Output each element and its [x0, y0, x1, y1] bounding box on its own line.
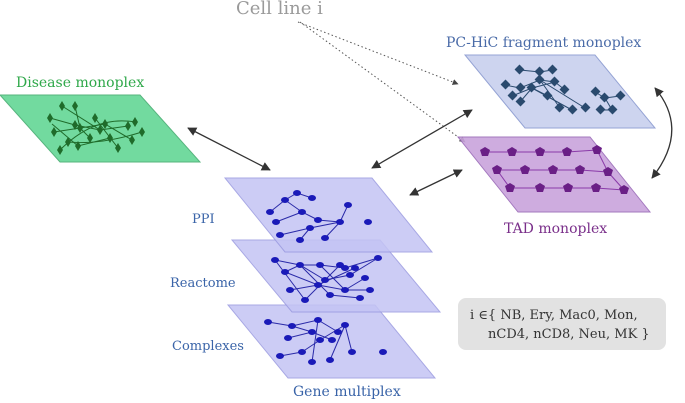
cell-line-title: Cell line i: [236, 0, 323, 19]
complexes-layer: [226, 304, 437, 379]
reactome-layer: [230, 239, 442, 313]
complexes-nodes: [264, 317, 387, 365]
pc-hic-monoplex: [463, 54, 657, 129]
tad-label: TAD monoplex: [504, 221, 608, 237]
complexes-label: Complexes: [172, 339, 244, 354]
cell-lines-line-2: nCD4, nCD8, Neu, MK }: [488, 327, 650, 342]
gene-multiplex-label: Gene multiplex: [293, 384, 401, 400]
cell-line-pointers: [297, 21, 466, 143]
gene-multiplex: [223, 177, 442, 379]
arrow-gene-tad: [409, 169, 463, 196]
disease-label: Disease monoplex: [16, 75, 145, 91]
tad-monoplex: [456, 136, 652, 213]
ppi-layer: [223, 177, 434, 253]
ppi-nodes: [266, 190, 372, 243]
pc-hic-label: PC-HiC fragment monoplex: [446, 35, 642, 51]
ppi-label: PPI: [192, 212, 215, 227]
layer-arrows: [187, 87, 673, 196]
reactome-nodes: [271, 255, 382, 303]
arrow-disease-gene: [187, 127, 271, 171]
arrow-gene-pchic: [371, 109, 473, 169]
disease-nodes: [47, 101, 145, 155]
disease-monoplex: [0, 94, 202, 163]
cell-lines-box: [458, 298, 666, 350]
arrow-pchic-tad: [651, 87, 673, 179]
tad-nodes: [480, 145, 629, 194]
reactome-label: Reactome: [170, 276, 236, 291]
cell-lines-line-1: i ∈{ NB, Ery, Mac0, Mon,: [470, 308, 638, 323]
